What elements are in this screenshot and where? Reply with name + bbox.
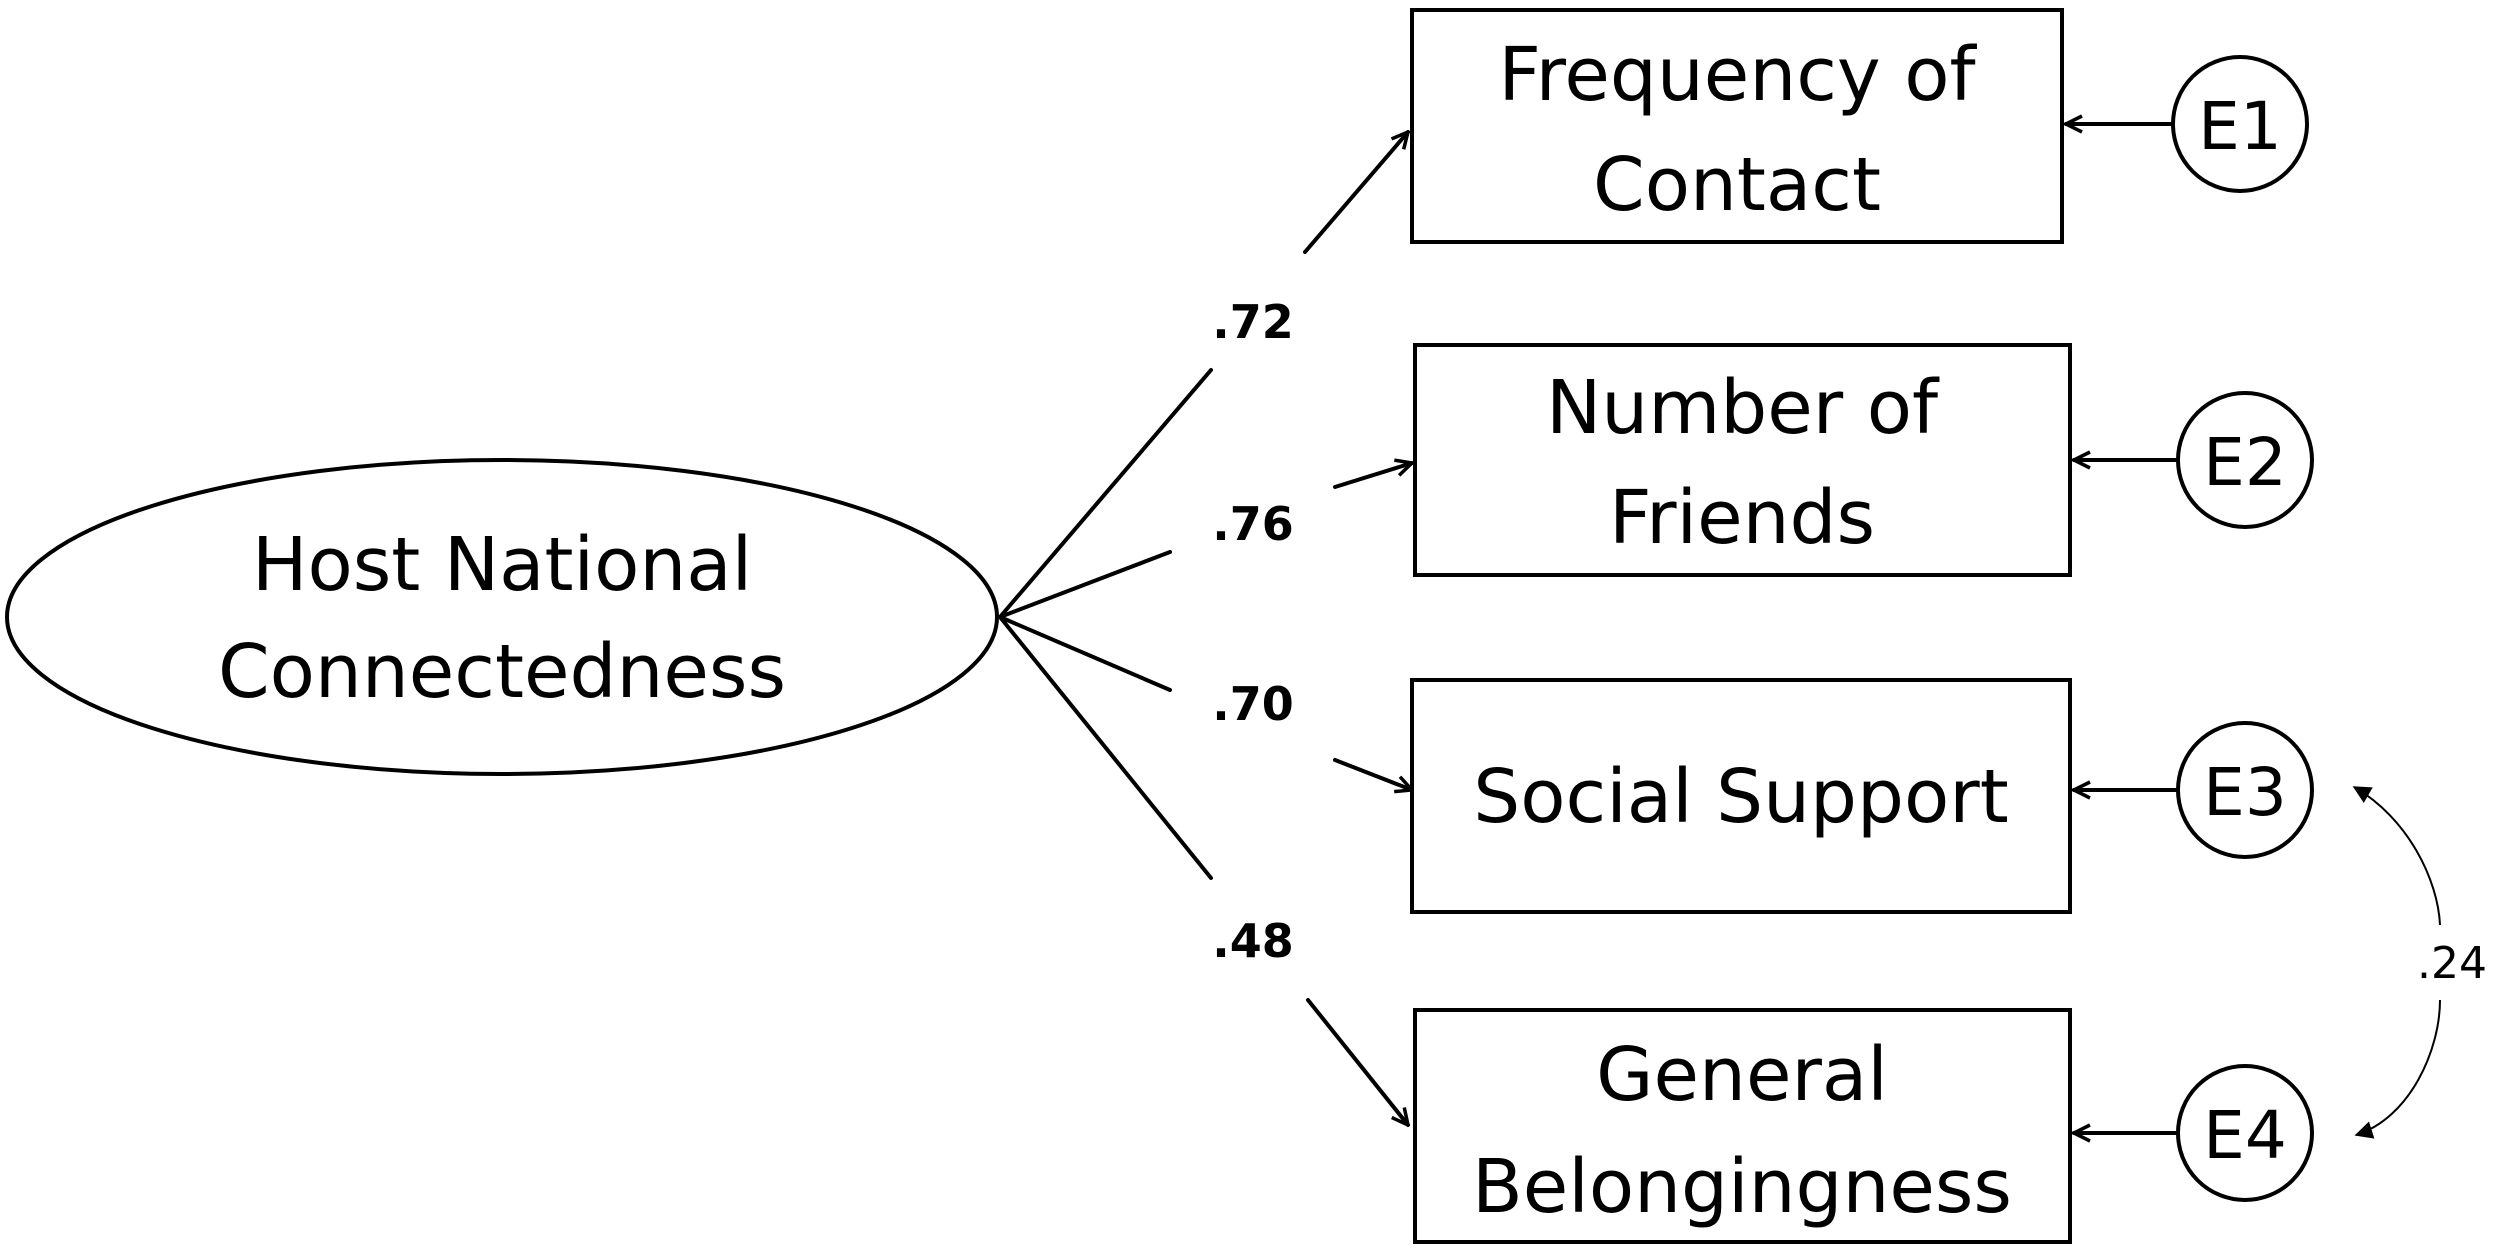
indicator-box-1 (1410, 8, 2064, 244)
loading-path-1-lower (998, 368, 1213, 619)
loading-path-4-upper (1306, 998, 1408, 1125)
indicator-label-4-line1: General (1596, 1032, 1888, 1118)
error-covariance: .24 (2352, 786, 2487, 1139)
covariance-curve-lower (2354, 999, 2441, 1139)
indicator-label-2-line2: Friends (1609, 475, 1875, 561)
latent-ellipse (5, 458, 999, 776)
loading-path-4-lower (998, 615, 1213, 880)
indicator-label-1-line2: Contact (1593, 142, 1881, 228)
latent-label-line2: Connectedness (218, 629, 786, 715)
error-3: E3 (2072, 721, 2314, 859)
error-label-4: E4 (2203, 1097, 2287, 1174)
loading-path-2-lower (998, 550, 1172, 619)
loading-coefficients: .72 .76 .70 .48 (1212, 295, 1294, 968)
indicator-4: General Belongingness (1413, 1008, 2072, 1244)
loading-label-1: .72 (1212, 295, 1294, 349)
indicator-label-1-line1: Frequency of (1498, 32, 1977, 118)
indicator-label-3-line1: Social Support (1473, 754, 2008, 840)
loading-label-3: .70 (1212, 677, 1294, 731)
indicator-box-3 (1410, 678, 2072, 914)
indicator-box-4 (1413, 1008, 2072, 1244)
loading-paths (998, 132, 1412, 1125)
error-2: E2 (2072, 391, 2314, 529)
loading-label-4: .48 (1212, 914, 1294, 968)
indicator-label-4-line2: Belongingness (1472, 1144, 2012, 1230)
loading-path-3-lower (998, 615, 1172, 692)
indicator-3: Social Support (1410, 678, 2072, 914)
error-4: E4 (2072, 1064, 2314, 1202)
loading-label-2: .76 (1212, 497, 1294, 551)
covariance-curve-upper (2352, 786, 2441, 926)
loading-path-2-upper (1333, 463, 1412, 489)
latent-label-line1: Host National (252, 522, 752, 608)
covariance-label: .24 (2417, 938, 2487, 989)
error-label-1: E1 (2198, 88, 2282, 165)
loading-path-1-upper (1303, 132, 1408, 254)
indicator-1: Frequency of Contact (1410, 8, 2064, 244)
indicator-box-2 (1413, 343, 2072, 577)
loading-path-3-upper (1333, 758, 1412, 790)
latent-construct: Host National Connectedness (5, 458, 999, 776)
indicator-2: Number of Friends (1413, 343, 2072, 577)
error-1: E1 (2064, 55, 2309, 193)
error-label-2: E2 (2203, 424, 2287, 501)
error-label-3: E3 (2203, 754, 2287, 831)
indicator-label-2-line1: Number of (1546, 365, 1940, 451)
